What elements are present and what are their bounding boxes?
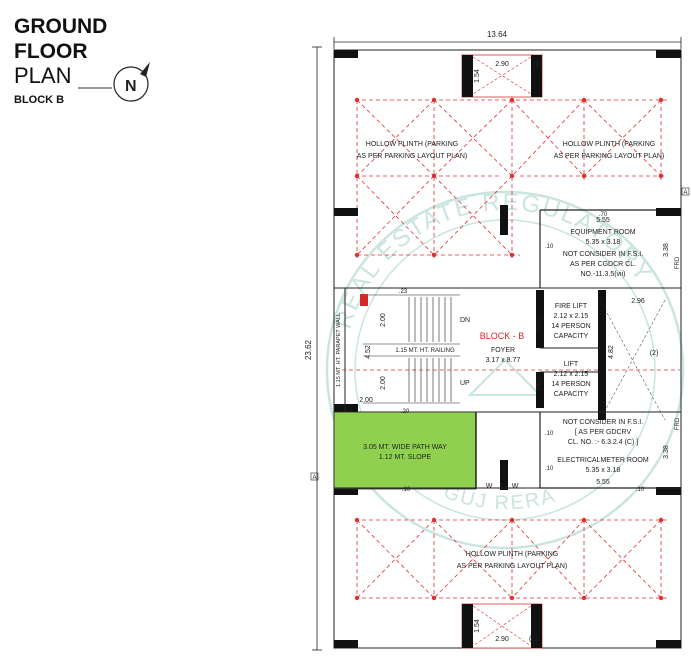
shaft-top-depth: 1.54 bbox=[474, 69, 481, 83]
path-line-2: 1.12 MT. SLOPE bbox=[379, 454, 431, 461]
hollow-bottom-2: AS PER PARKING LAYOUT PLAN) bbox=[457, 563, 567, 570]
shaft-top-tag: (1) bbox=[533, 61, 542, 68]
overall-width-dim: 13.64 bbox=[487, 30, 508, 39]
stair-flight-bottom: 2.00 bbox=[380, 376, 387, 390]
structural-columns bbox=[334, 50, 681, 648]
equip-wall-70: .70 bbox=[599, 212, 608, 218]
shaft-bottom-depth: 1.54 bbox=[474, 619, 481, 633]
elec-width: 5.55 bbox=[596, 479, 610, 486]
hollow-top-right-2: AS PER PARKING LAYOUT PLAN) bbox=[554, 153, 664, 160]
foyer-line-2: 3.17 x 8.77 bbox=[486, 357, 521, 364]
parapet-label: 1.15 MT. HT. PARAPET WALL bbox=[336, 313, 342, 387]
elec-depth: 3.38 bbox=[663, 445, 670, 459]
equip-depth: 3.38 bbox=[663, 243, 670, 257]
hollow-bottom-1: HOLLOW PLINTH (PARKING bbox=[466, 551, 558, 558]
window-mark-1: W bbox=[486, 483, 493, 490]
frd-fire-lift: FRD bbox=[537, 318, 543, 331]
core-walls bbox=[333, 209, 682, 489]
railing-label: 1.15 MT. HT. RAILING bbox=[395, 348, 455, 354]
equip-frd-tag: FRD bbox=[675, 256, 681, 269]
elec-line-3: CL. NO. :- 6.3.2.4 (C) ] bbox=[568, 439, 638, 446]
elec-line-1: NOT CONSIDER IN F.S.I. bbox=[563, 419, 643, 426]
stair-dn: DN bbox=[460, 317, 470, 324]
column-markers bbox=[354, 97, 664, 601]
block-label: BLOCK - B bbox=[480, 331, 525, 341]
elec-line-4: ELECTRICALMETER ROOM bbox=[557, 457, 649, 464]
lift-2: 2.12 x 2.15 bbox=[554, 371, 589, 378]
hollow-top-left-2: AS PER PARKING LAYOUT PLAN) bbox=[357, 153, 467, 160]
stair-depth: 4.52 bbox=[365, 345, 372, 359]
overall-dimensions bbox=[312, 37, 682, 651]
lift-width: 2.96 bbox=[631, 298, 645, 305]
elec-frd-tag: FRD bbox=[675, 417, 681, 430]
elec-wall-10b: .10 bbox=[545, 466, 554, 472]
hollow-top-right-1: HOLLOW PLINTH (PARKING bbox=[563, 141, 655, 148]
title-line-2: FLOOR bbox=[14, 40, 88, 63]
elec-line-5: 5.35 x 3.18 bbox=[586, 467, 621, 474]
window-mark-2: W bbox=[512, 483, 519, 490]
lift-tag: (2) bbox=[650, 350, 659, 357]
equip-line-5: NO.-11.3.5(vii) bbox=[581, 271, 626, 278]
shaft-bottom-tag: (1) bbox=[529, 636, 538, 643]
stair-wall-bottom: .20 bbox=[401, 409, 410, 415]
top-shaft bbox=[461, 54, 543, 98]
north-arrow-icon: N bbox=[78, 62, 150, 102]
lift-4: CAPACITY bbox=[554, 391, 589, 398]
path-line-1: 3.05 MT. WIDE PATH WAY bbox=[363, 444, 447, 451]
equip-line-3: NOT CONSIDER IN F.S.I. bbox=[563, 251, 643, 258]
fire-lift-3: 14 PERSON bbox=[551, 323, 590, 330]
section-marker-right: A bbox=[683, 190, 687, 196]
stair-up: UP bbox=[460, 380, 470, 387]
staircase bbox=[360, 294, 460, 404]
bottom-wall-10b: .10 bbox=[636, 487, 645, 493]
equip-line-1: EQUIPMENT ROOM bbox=[570, 229, 635, 236]
frd-lift: FRD bbox=[537, 377, 543, 390]
equip-line-4: AS PER CGDCR CL. bbox=[570, 261, 636, 268]
equip-line-2: 5.35 x 3.18 bbox=[586, 239, 621, 246]
stair-flight-top: 2.00 bbox=[380, 313, 387, 327]
lift-depth: 4.82 bbox=[608, 345, 615, 359]
pathway-area bbox=[333, 411, 477, 490]
lift-1: LIFT bbox=[564, 361, 579, 368]
hollow-top-left-1: HOLLOW PLINTH (PARKING bbox=[366, 141, 458, 148]
title-block: GROUND FLOOR PLAN BLOCK B bbox=[14, 14, 107, 106]
equip-width: 5.55 bbox=[596, 217, 610, 224]
elec-wall-10: .10 bbox=[545, 431, 554, 437]
foyer-line-1: FOYER bbox=[491, 347, 515, 354]
block-name: BLOCK B bbox=[14, 94, 65, 106]
fire-lift-1: FIRE LIFT bbox=[555, 303, 588, 310]
elec-line-2: [ AS PER GDCRV bbox=[575, 429, 632, 436]
bottom-shaft bbox=[461, 603, 543, 649]
fire-lift-4: CAPACITY bbox=[554, 333, 589, 340]
equip-wall-10: .10 bbox=[545, 244, 554, 250]
overall-height-dim: 23.62 bbox=[304, 339, 313, 360]
section-marker-left: A bbox=[312, 475, 316, 481]
bottom-wall-10: .10 bbox=[402, 487, 411, 493]
stair-wall-top: .23 bbox=[399, 289, 408, 295]
stair-width: 2.00 bbox=[359, 397, 373, 404]
north-letter: N bbox=[125, 78, 137, 95]
fire-lift-2: 2.12 x 2.15 bbox=[554, 313, 589, 320]
lift-3: 14 PERSON bbox=[551, 381, 590, 388]
shaft-bottom-width: 2.90 bbox=[495, 636, 509, 643]
title-line-1: GROUND bbox=[14, 15, 108, 38]
column-grid bbox=[342, 99, 680, 600]
shaft-top-width: 2.90 bbox=[495, 61, 509, 68]
rera-watermark: REAL ESTATE REGULATORY GUJ RERA bbox=[325, 189, 685, 550]
title-line-3: PLAN bbox=[14, 63, 72, 88]
